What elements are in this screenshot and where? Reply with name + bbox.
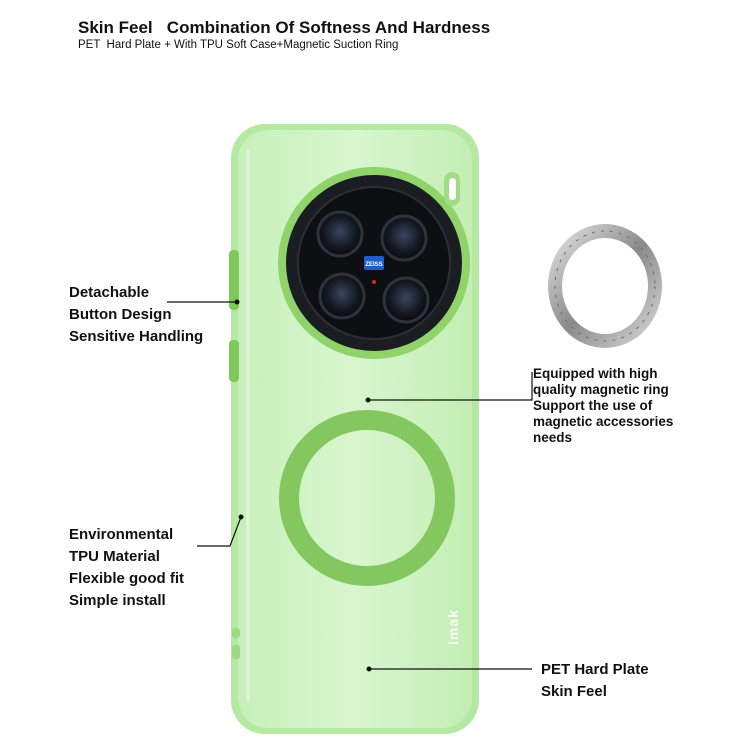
callout-magnetic-line-4: magnetic accessories: [533, 414, 674, 429]
callout-line-tpu: [197, 516, 242, 547]
callout-tpu-line-3: Flexible good fit: [69, 570, 184, 587]
side-button-upper: [229, 250, 239, 310]
callout-tpu-line-2: TPU Material: [69, 548, 160, 565]
case-brand-logo: imak: [445, 609, 461, 645]
magnetic-ring-on-case: [279, 410, 455, 586]
callout-buttons-line-1: Detachable: [69, 284, 150, 301]
flash-dot: [372, 280, 376, 284]
callout-tpu-line-1: Environmental: [69, 526, 174, 543]
page-title: Skin Feel Combination Of Softness And Ha…: [78, 18, 491, 37]
callout-pet-line-2: Skin Feel: [541, 683, 607, 700]
zeiss-text: ZEISS: [365, 262, 382, 268]
lens-3: [318, 272, 366, 320]
metal-magnetic-ring: [548, 224, 662, 348]
callout-tpu-line-4: Simple install: [69, 592, 166, 609]
callout-buttons: Detachable Button Design Sensitive Handl…: [69, 282, 203, 348]
callout-buttons-line-2: Button Design: [69, 306, 172, 323]
camera-module: ZEISS: [278, 167, 470, 359]
callout-magnetic: Equipped with high quality magnetic ring…: [533, 366, 673, 446]
callout-lines: [167, 301, 533, 670]
callout-line-magnetic: [488, 372, 533, 401]
callout-pet-line-1: PET Hard Plate: [541, 661, 649, 678]
callout-tpu: Environmental TPU Material Flexible good…: [69, 524, 184, 612]
lens-2: [380, 214, 428, 262]
page-subtitle: PET Hard Plate + With TPU Soft Case+Magn…: [78, 39, 399, 51]
flash-window: [449, 178, 456, 200]
callout-buttons-line-3: Sensitive Handling: [69, 328, 204, 345]
side-button-lower: [229, 340, 239, 382]
callout-magnetic-line-2: quality magnetic ring: [533, 382, 669, 397]
lens-1: [316, 210, 364, 258]
zeiss-badge: [364, 256, 384, 270]
callout-magnetic-line-3: Support the use of: [533, 398, 653, 413]
callout-pet: PET Hard Plate Skin Feel: [541, 659, 649, 703]
side-cutout-1: [232, 628, 240, 638]
callout-magnetic-line-5: needs: [533, 430, 573, 445]
side-cutout-2: [232, 645, 240, 659]
callout-magnetic-line-1: Equipped with high: [533, 366, 658, 381]
lens-4: [382, 276, 430, 324]
callout-dots: [234, 299, 372, 672]
